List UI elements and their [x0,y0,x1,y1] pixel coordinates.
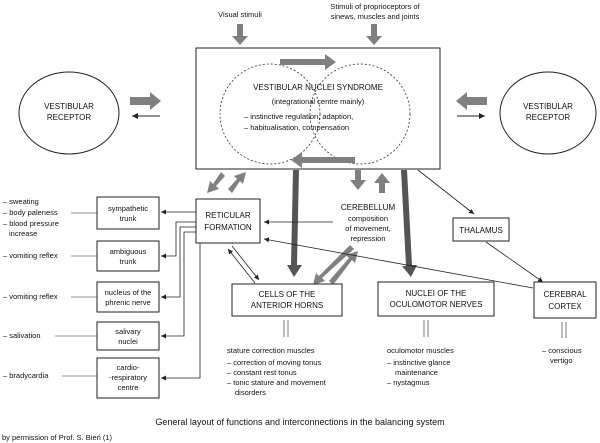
stature-l1: – correction of moving tonus [227,358,321,367]
cortex-line2: CORTEX [548,302,582,311]
reticular-to-cardio-arrow [161,243,201,381]
anterior-horns-line2: ANTERIOR HORNS [251,301,323,310]
reticular-line1: RETICULAR [205,211,251,220]
nuclei-bottom-crossing-arrow [291,152,355,168]
salivary-line2: nuclei [118,337,138,346]
ambiguous-trunk: ambiguous trunk [96,240,160,272]
symptom-bp1: – blood pressure [3,219,59,228]
stature-l3: – tonic stature and movement [227,378,327,387]
cerebellum-to-nuclei-arrow [374,173,390,193]
salivary-nuclei: salivary nuclei [96,321,160,351]
symptom-salivation: – salivation [3,331,41,340]
symptom-bradycardia: – bradycardia [3,371,49,380]
oculomotor-to-muscles-connector [423,320,429,337]
oculo-muscles-l2: maintenance [395,368,438,377]
nuclei-subtitle: (integrational centre mainly) [272,97,365,106]
reticular-to-horns-arrow [231,245,260,281]
reticular-formation-box [195,198,261,244]
nuclei-item2: – habitualisation, compensation [244,123,349,132]
symptom-vomit1: – vomiting reflex [3,251,58,260]
cortex-note-l1: – conscious [542,346,582,355]
oculo-muscles-l3: – nystagmus [387,378,430,387]
proprioceptors-arrow [366,24,382,45]
receptor-left-to-nuclei-arrow [130,92,161,110]
oculo-muscles-l1: – instinctive glance [387,358,450,367]
nuclei-right-circle [309,63,411,165]
vestibular-nuclei-box [195,47,441,170]
reticular-to-phrenic-arrow [161,226,196,300]
visual-stimuli-arrow [232,24,248,45]
salivary-line1: salivary [115,327,141,336]
thalamus-to-cortex-arrow [485,241,544,283]
receptor-right-to-nuclei-arrow [456,92,487,110]
nuclei-to-reticular-arrow-1 [207,172,225,193]
vestibular-receptor-right-line1: VESTIBULAR [523,102,573,111]
horns-to-cerebellum-arrow [329,251,358,285]
nuclei-title: VESTIBULAR NUCLEI SYNDROME [253,83,383,92]
proprioceptors-label-line2: sinews, muscles and joints [331,12,420,21]
cerebral-cortex-box [533,281,597,319]
reticular-to-salivary-arrow [161,231,196,339]
nuclei-top-crossing-arrow [280,54,336,70]
sympathetic-line1: sympathetic [108,204,148,213]
phrenic-line1: nucleus of the [105,288,152,297]
anterior-horns-line1: CELLS OF THE [259,290,316,299]
phrenic-nucleus: nucleus of the phrenic nerve [96,281,160,313]
credit-line: by permission of Prof. S. Bień (1) [2,433,113,442]
cerebellum-line2: of movement, [345,224,390,233]
vestibular-receptor-left [18,71,120,155]
vestibular-receptor-right [499,71,597,155]
thalamus-box [452,217,510,242]
horns-to-reticular-arrow [227,248,256,284]
thalamus-label: THALAMUS [459,226,503,235]
symptom-sweating: – sweating [3,197,39,206]
oculomotor-line1: NUCLEI OF THE [406,289,467,298]
ambiguous-line1: ambiguous [110,247,147,256]
nuclei-to-oculomotor-arrow [401,170,417,277]
reticular-to-ambiguous-arrow [161,221,196,259]
vestibular-receptor-right-line2: RECEPTOR [526,113,571,122]
cortex-to-reticular-arrow [263,237,534,289]
symptom-vomit2: – vomiting reflex [3,292,58,301]
vestibular-receptor-left-line1: VESTIBULAR [44,102,94,111]
cortex-note-l2: vertigo [550,356,573,365]
oculomotor-line2: OCULOMOTOR NERVES [389,300,482,309]
symptom-paleness: – body paleness [3,208,58,217]
cerebellum-line3: repression [350,234,385,243]
stature-l4: disorders [235,388,266,397]
cerebellum-to-horns-arrow [313,245,354,285]
proprioceptors-label-line1: Stimuli of proprioceptors of [330,2,420,11]
cerebellum-title: CEREBELLUM [341,203,396,212]
ambiguous-line2: trunk [120,257,137,266]
sympathetic-line2: trunk [120,214,137,223]
oculomotor-nuclei-box [377,281,495,317]
nuclei-item1: – instinctive regulation, adaption, [244,112,353,121]
nuclei-to-thalamus-arrow [417,169,475,215]
sympathetic-trunk: sympathetic trunk [96,196,160,230]
cortex-line1: CEREBRAL [543,290,587,299]
symptom-bp2: increase [9,229,37,238]
vestibular-receptor-left-line2: RECEPTOR [47,113,92,122]
reticular-line2: FORMATION [204,223,252,232]
phrenic-line2: phrenic nerve [105,298,150,307]
diagram-caption: General layout of functions and intercon… [155,417,444,427]
horns-to-muscles-connector [283,320,289,337]
cardio-line2: -respiratory [109,373,147,382]
reticular-to-nuclei-arrow-2 [228,172,246,193]
stature-l2: – constant rest tonus [227,368,297,377]
stature-title: stature correction muscles [227,346,315,355]
anterior-horns-box [231,283,343,317]
cortex-to-vertigo-connector [561,322,567,338]
cerebellum-line1: composition [348,214,388,223]
cardio-line1: cardio- [117,363,140,372]
visual-stimuli-label: Visual stimuli [218,10,262,19]
cardio-line3: centre [118,383,139,392]
nuclei-left-circle [219,63,321,165]
cardio-respiratory-centre: cardio- -respiratory centre [96,357,160,399]
nuclei-to-cerebellum-arrow [350,170,366,190]
nuclei-to-anterior-horns-arrow [287,170,302,277]
oculo-muscles-title: oculomotor muscles [387,346,454,355]
